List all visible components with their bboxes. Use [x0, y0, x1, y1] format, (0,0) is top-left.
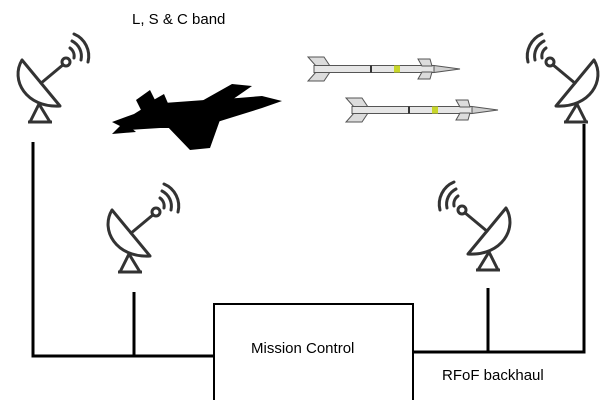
fighter-jet-icon [112, 84, 282, 150]
satellite-dish-icon [16, 32, 91, 124]
backhaul-label: RFoF backhaul [442, 367, 544, 384]
satellite-dish-icon [106, 182, 181, 274]
mission-control-label: Mission Control [251, 340, 355, 357]
left-outer-link [31, 142, 216, 358]
missile-icon [307, 56, 461, 82]
missile-icon [345, 97, 499, 123]
mission-control-box [213, 303, 414, 400]
satellite-dish-icon [437, 180, 512, 272]
band-label: L, S & C band [132, 11, 226, 28]
satellite-dish-icon [525, 32, 600, 124]
right-outer-link [414, 124, 586, 354]
connection-lines [31, 124, 586, 358]
